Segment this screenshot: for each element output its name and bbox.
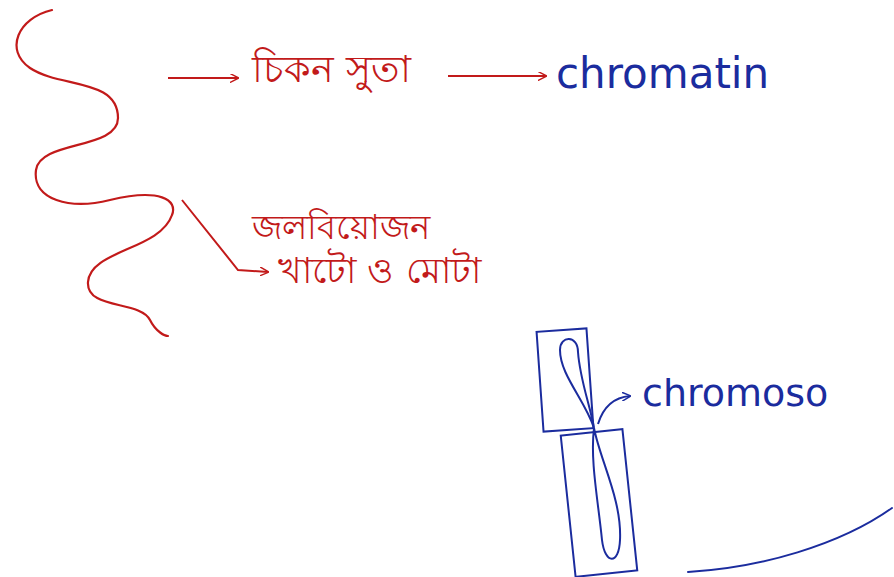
- arrow: [168, 77, 238, 79]
- arrow: [448, 75, 546, 77]
- term-label: chromatin: [556, 50, 769, 98]
- chromosome-figure: [537, 328, 892, 576]
- chromatin-thread: [17, 10, 174, 336]
- process-label: জলবিয়োজন: [252, 208, 430, 247]
- result-label: খাটো ও মোটা: [278, 250, 481, 291]
- term-label: chromoso: [642, 372, 828, 416]
- thread-label: চিকন সুতা: [252, 48, 411, 92]
